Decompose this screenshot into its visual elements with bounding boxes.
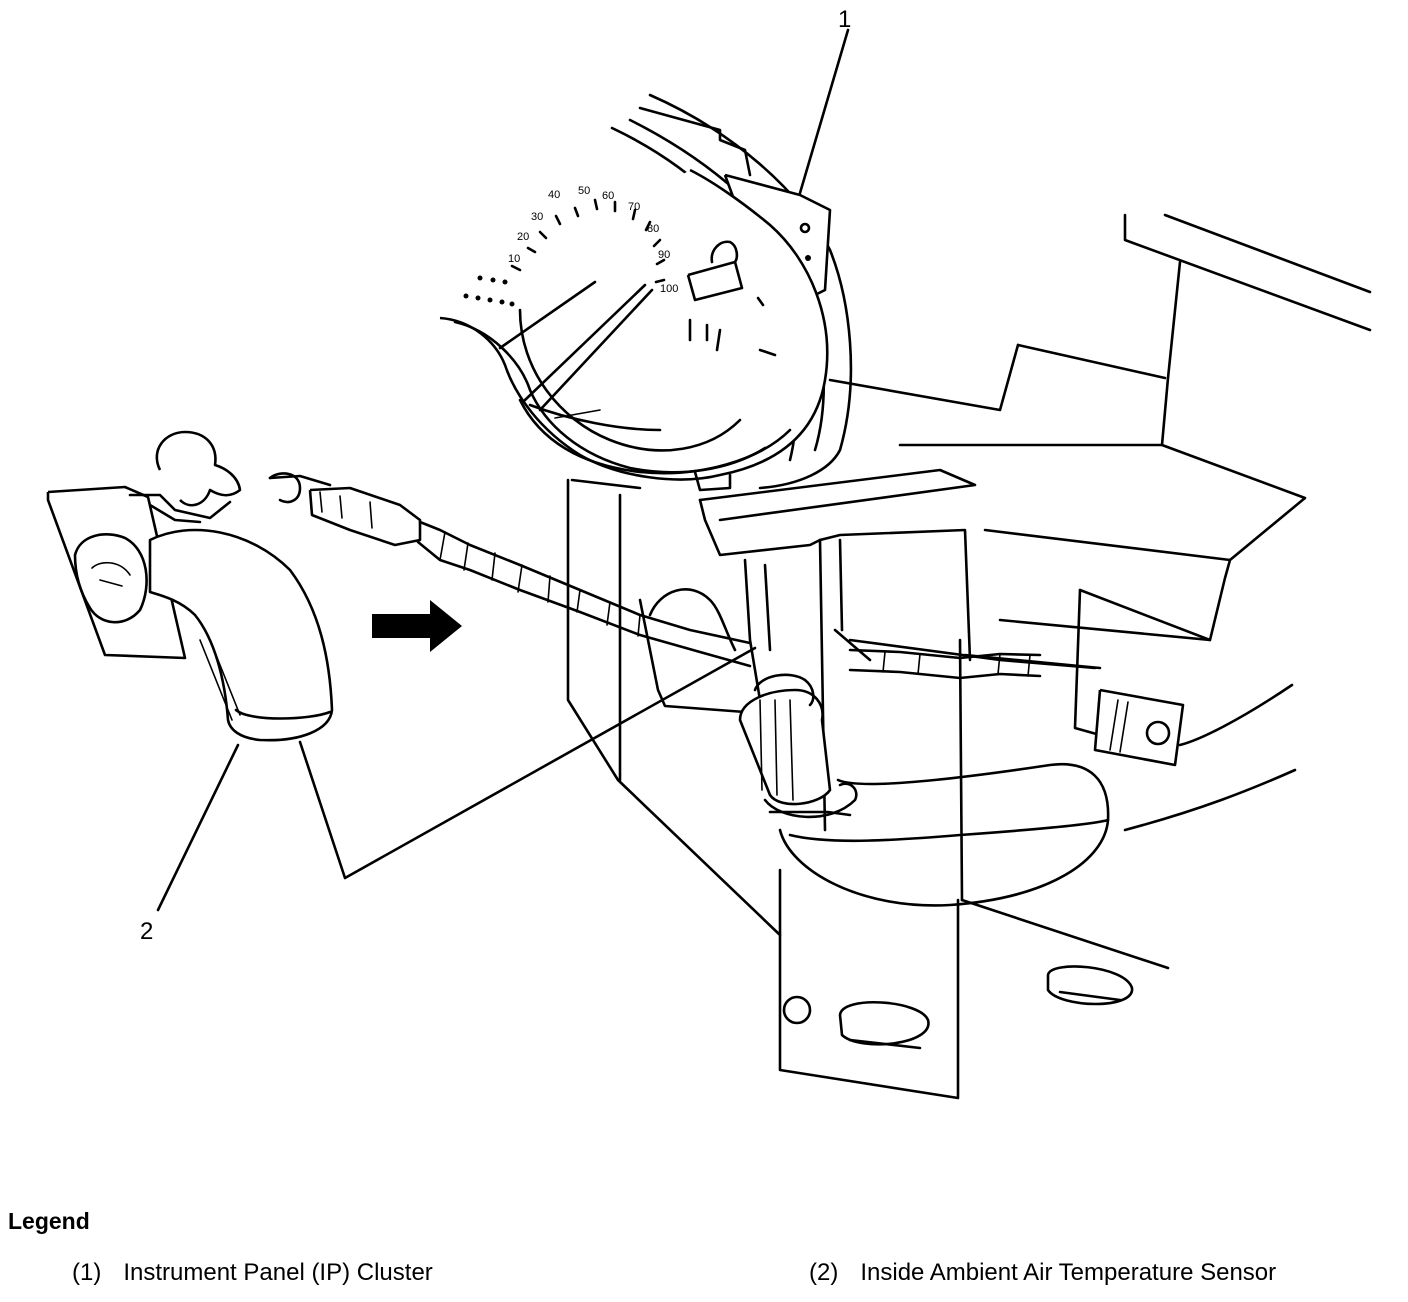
legend-item-ip-cluster: (1) Instrument Panel (IP) Cluster	[72, 1259, 433, 1287]
legend-item-ambient-sensor: (2) Inside Ambient Air Temperature Sensor	[809, 1259, 1276, 1287]
direction-arrow	[372, 600, 462, 652]
instrument-panel-cluster: 40 50 60 70 80 90 100 30 20 10	[439, 93, 853, 492]
tick-label: 100	[660, 283, 678, 295]
dash-panel-structure	[828, 213, 1372, 1006]
tick-label: 70	[628, 201, 640, 213]
speedometer-scale: 40 50 60 70 80 90 100 30 20 10	[463, 185, 678, 307]
ambient-air-temperature-sensor	[46, 430, 334, 742]
tick-label: 10	[508, 253, 520, 265]
callout-2: 2	[140, 918, 154, 945]
legend-item-number: (2)	[809, 1259, 839, 1286]
legend-item-text: Instrument Panel (IP) Cluster	[123, 1259, 433, 1286]
tick-label: 80	[647, 223, 659, 235]
tick-label: 50	[578, 185, 590, 197]
legend-item-number: (1)	[72, 1259, 102, 1286]
wiring-harness	[268, 472, 1042, 819]
callout-1: 1	[838, 6, 852, 33]
center-bracket	[566, 468, 1170, 1100]
legend-title: Legend	[8, 1208, 90, 1234]
component-location-illustration: 40 50 60 70 80 90 100 30 20 10	[46, 28, 1372, 1100]
tick-label: 90	[658, 249, 670, 261]
leader-lines	[156, 28, 850, 912]
tick-label: 60	[602, 190, 614, 202]
legend-item-text: Inside Ambient Air Temperature Sensor	[860, 1259, 1277, 1286]
tick-label: 20	[517, 231, 529, 243]
tick-label: 30	[531, 211, 543, 223]
tick-label: 40	[548, 189, 560, 201]
